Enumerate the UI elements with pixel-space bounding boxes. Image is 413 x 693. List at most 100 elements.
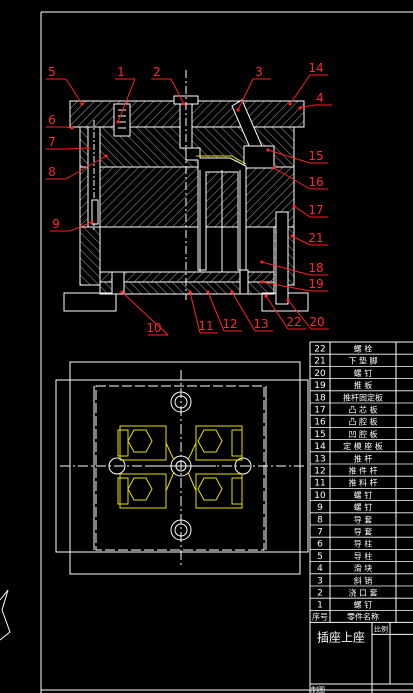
parts-row: 7 导 套 <box>310 527 413 538</box>
callout-label: 16 <box>308 175 323 189</box>
parts-row-no: 22 <box>314 345 325 355</box>
drawing-title: 插座上座 <box>317 629 365 644</box>
header-no: 序号 <box>312 611 328 621</box>
parts-row-name: 斜 销 <box>354 575 373 585</box>
callout-label: 17 <box>308 203 323 217</box>
callout-label: 6 <box>48 113 56 127</box>
parts-row-no: 7 <box>317 528 323 538</box>
callout-7: 7 <box>46 135 90 150</box>
callout-18: 18 <box>260 260 328 276</box>
parts-row: 4 滑 块 <box>310 563 413 575</box>
parts-row-no: 1 <box>317 601 323 611</box>
parts-row-name: 推 板 <box>354 380 373 390</box>
parts-row-name: 下 垫 脚 <box>348 356 377 366</box>
parts-row-name: 螺 钉 <box>354 490 373 500</box>
parts-row-name: 导 套 <box>354 527 373 537</box>
callout-3: 3 <box>236 65 271 112</box>
callout-label: 5 <box>48 65 56 79</box>
callout-label: 2 <box>153 65 161 79</box>
parts-row-no: 4 <box>317 564 323 574</box>
parts-row-no: 10 <box>314 491 326 501</box>
screw-20 <box>239 269 249 295</box>
callout-label: 4 <box>316 91 324 105</box>
section-view <box>63 70 309 312</box>
cavity-layout <box>117 425 243 509</box>
parts-row: 16 凸 腔 板 <box>310 417 413 428</box>
parts-row-name: 导 套 <box>354 514 373 524</box>
parts-row-no: 21 <box>314 357 325 367</box>
screw-1 <box>113 103 131 137</box>
parts-row-name: 螺 栓 <box>354 344 373 354</box>
callout-13: 13 <box>230 290 273 332</box>
callout-label: 7 <box>48 135 56 149</box>
parts-row-name: 螺 钉 <box>354 600 373 610</box>
callout-label: 12 <box>222 317 237 331</box>
parts-row-no: 9 <box>317 503 323 513</box>
parts-row: 10 螺 钉 <box>310 490 413 502</box>
drawing-frame <box>40 11 413 693</box>
callout-label: 20 <box>309 315 324 329</box>
callout-10: 10 <box>120 290 169 336</box>
parts-row: 19 推 板 <box>310 380 413 392</box>
parts-row-no: 3 <box>317 576 323 586</box>
left-edge-fragment <box>0 589 11 641</box>
parts-row-name: 凸 芯 板 <box>348 405 377 415</box>
guide-pin-bottom <box>170 519 192 541</box>
drawn-label: 制图 <box>311 685 325 693</box>
parts-row-no: 5 <box>317 552 323 562</box>
core-plate <box>79 166 295 228</box>
parts-row-name: 螺 钉 <box>354 502 373 512</box>
callout-2: 2 <box>151 65 186 106</box>
callout-14: 14 <box>288 61 328 106</box>
parts-row-no: 8 <box>317 515 323 525</box>
slider <box>243 145 275 169</box>
callout-6: 6 <box>46 113 74 130</box>
parts-row: 1 螺 钉 <box>310 600 413 611</box>
parts-row-no: 20 <box>314 369 326 379</box>
scale-label: 比例 <box>374 624 388 633</box>
parts-row: 13 推 杆 <box>310 453 413 465</box>
parts-row: 9 螺 钉 <box>310 502 413 514</box>
parts-row-name: 推 料 杆 <box>348 478 377 488</box>
parts-row-name: 滑 块 <box>354 563 373 573</box>
parts-row-no: 6 <box>317 540 323 550</box>
callout-5: 5 <box>46 65 84 106</box>
parts-row: 11 推 料 杆 <box>310 478 413 489</box>
plan-outer-plate <box>69 361 301 575</box>
product-cavity <box>185 147 247 271</box>
callout-label: 1 <box>117 65 125 79</box>
parts-row-name: 凹 腔 板 <box>348 429 377 439</box>
callout-16: 16 <box>272 166 328 190</box>
plan-clamp-plate <box>55 379 309 553</box>
parts-row-name: 推 杆 <box>354 453 373 463</box>
parts-row-name: 凸 腔 板 <box>348 417 377 427</box>
callout-label: 3 <box>255 65 263 79</box>
ejector-plate <box>99 281 275 295</box>
callout-label: 9 <box>52 217 60 231</box>
bottom-clamp-plate <box>63 292 117 312</box>
parts-row-no: 12 <box>314 467 325 477</box>
header-name: 零件名称 <box>347 611 379 621</box>
callout-label: 8 <box>48 165 56 179</box>
parts-row-no: 16 <box>314 418 326 428</box>
callout-label: 10 <box>146 321 161 335</box>
parts-row-no: 11 <box>314 479 325 489</box>
callout-label: 13 <box>253 317 268 331</box>
parts-row: 12 推 件 杆 <box>310 466 413 477</box>
parts-row-no: 19 <box>314 381 326 391</box>
parts-row-no: 13 <box>314 454 325 464</box>
callout-20: 20 <box>286 298 329 330</box>
screw-10 <box>111 271 125 295</box>
parts-row-name: 推 件 杆 <box>348 466 377 476</box>
parts-row: 22 螺 栓 <box>310 344 413 355</box>
callout-19: 19 <box>260 277 328 292</box>
callout-12: 12 <box>206 290 242 332</box>
